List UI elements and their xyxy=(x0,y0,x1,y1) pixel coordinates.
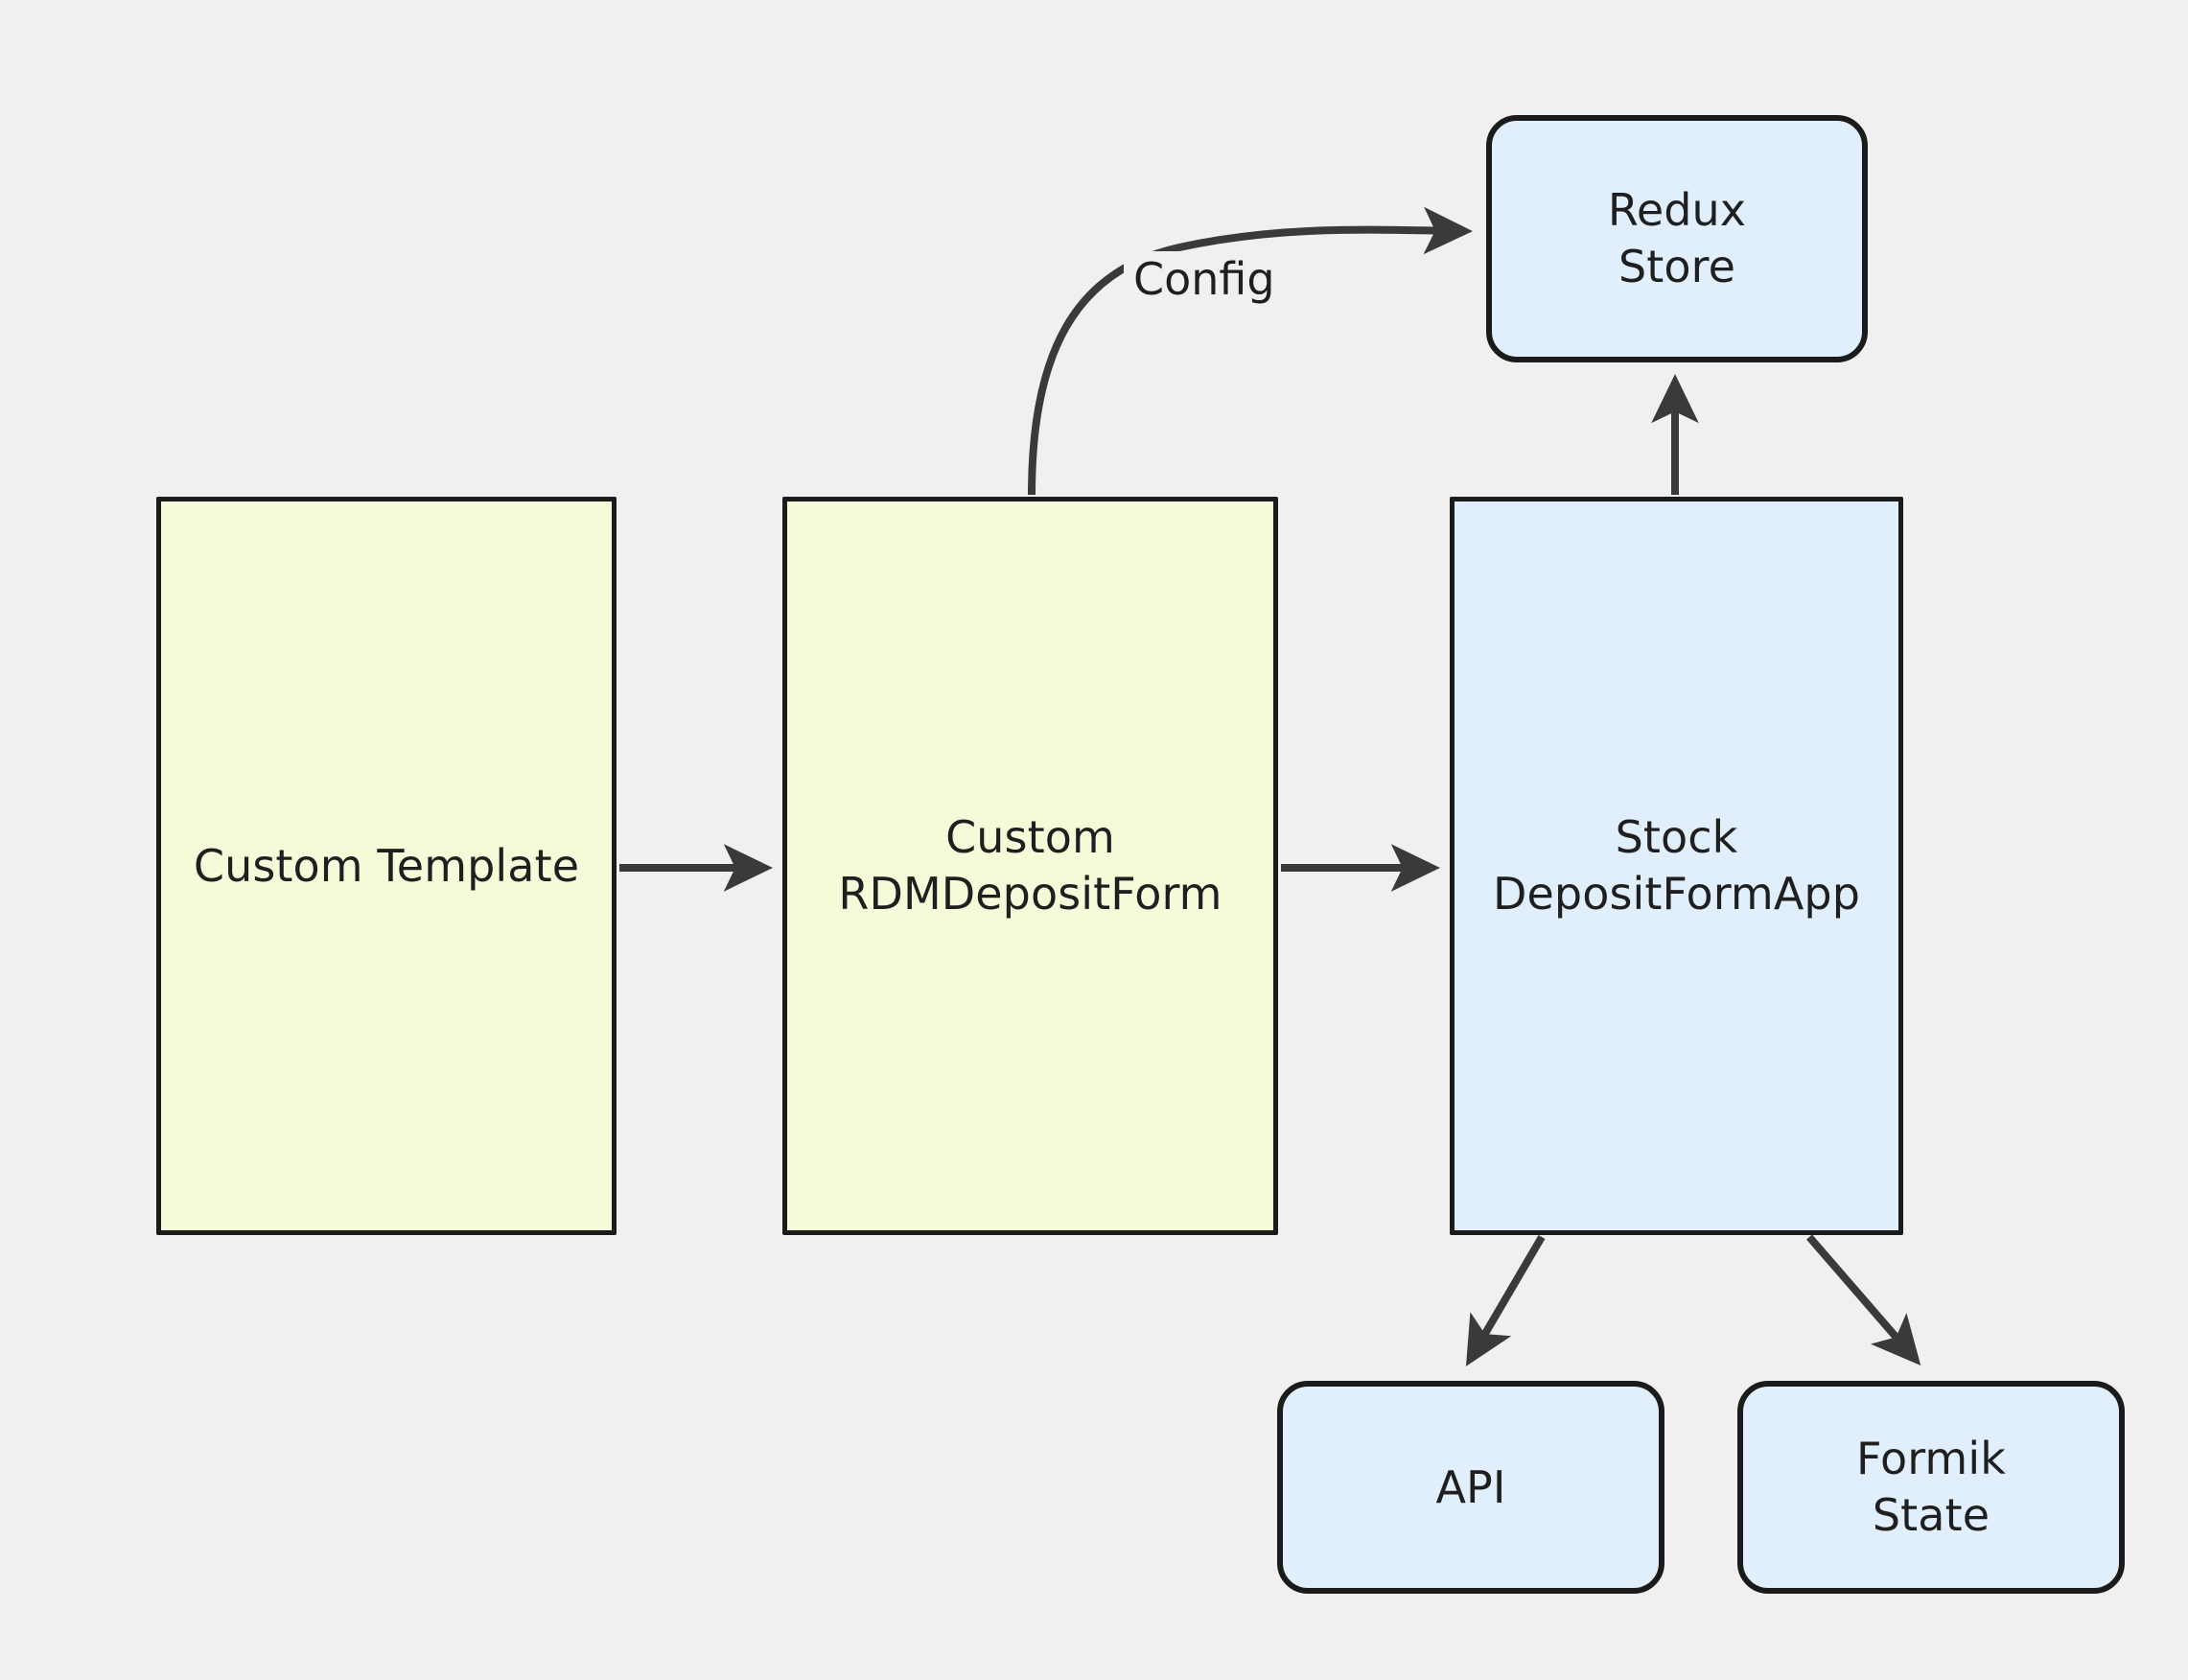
node-redux-store[interactable]: Redux Store xyxy=(1486,115,1868,362)
node-formik-state-label: Formik State xyxy=(1856,1433,2006,1541)
node-stock-deposit-form-app-label: Stock DepositFormApp xyxy=(1493,811,1860,920)
edge-label-config: Config xyxy=(1124,251,1285,309)
node-custom-template-label: Custom Template xyxy=(193,839,580,892)
node-redux-store-label: Redux Store xyxy=(1607,184,1747,292)
edge-stock-to-formik xyxy=(1805,1234,1921,1366)
edge-stock-to-api xyxy=(1465,1234,1546,1366)
node-custom-template[interactable]: Custom Template xyxy=(156,497,617,1235)
node-api[interactable]: API xyxy=(1277,1381,1664,1594)
node-formik-state[interactable]: Formik State xyxy=(1737,1381,2125,1594)
node-custom-rdm-deposit-form[interactable]: Custom RDMDepositForm xyxy=(782,497,1278,1235)
node-stock-deposit-form-app[interactable]: Stock DepositFormApp xyxy=(1450,497,1903,1235)
node-custom-rdm-deposit-form-label: Custom RDMDepositForm xyxy=(838,811,1222,920)
node-api-label: API xyxy=(1435,1460,1506,1513)
